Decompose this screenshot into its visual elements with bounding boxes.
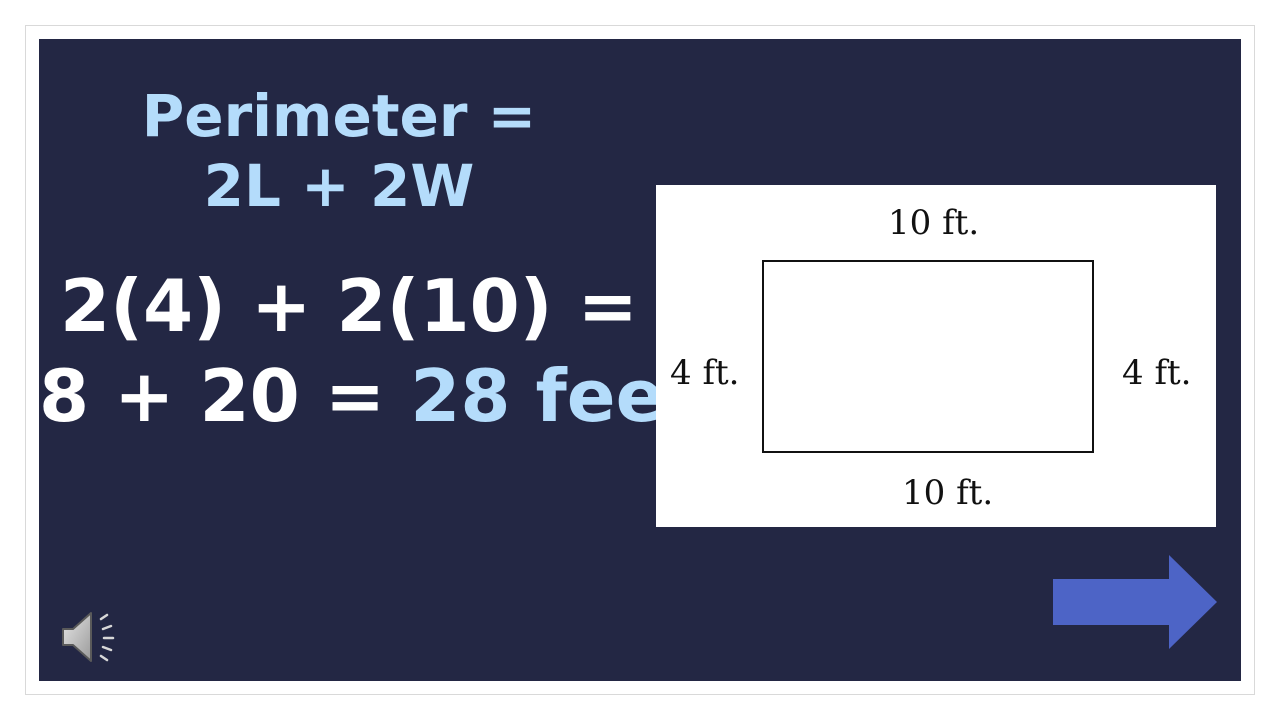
width-label-right: 4 ft. bbox=[1122, 353, 1192, 393]
calculation-line-2-prefix: 8 + 20 = bbox=[39, 354, 411, 438]
speaker-icon[interactable] bbox=[57, 605, 127, 669]
calculation-line-2: 8 + 20 = 28 feet bbox=[39, 351, 699, 441]
slide: Perimeter = 2L + 2W 2(4) + 2(10) = 8 + 2… bbox=[39, 39, 1241, 681]
speaker-icon-svg bbox=[62, 612, 115, 662]
perimeter-formula: Perimeter = 2L + 2W bbox=[141, 82, 537, 220]
rectangle-figure: 10 ft. 10 ft. 4 ft. 4 ft. bbox=[656, 185, 1216, 527]
calculation-line-1: 2(4) + 2(10) = bbox=[60, 264, 638, 348]
length-label-top: 10 ft. bbox=[888, 203, 980, 243]
rectangle-shape bbox=[762, 260, 1094, 453]
calculation-answer: 28 feet bbox=[410, 354, 699, 438]
width-label-left: 4 ft. bbox=[670, 353, 740, 393]
right-arrow-icon bbox=[1053, 555, 1217, 649]
length-label-bottom: 10 ft. bbox=[902, 473, 994, 513]
next-slide-arrow-icon[interactable] bbox=[1053, 555, 1217, 649]
perimeter-calculation: 2(4) + 2(10) = 8 + 20 = 28 feet bbox=[39, 261, 699, 441]
